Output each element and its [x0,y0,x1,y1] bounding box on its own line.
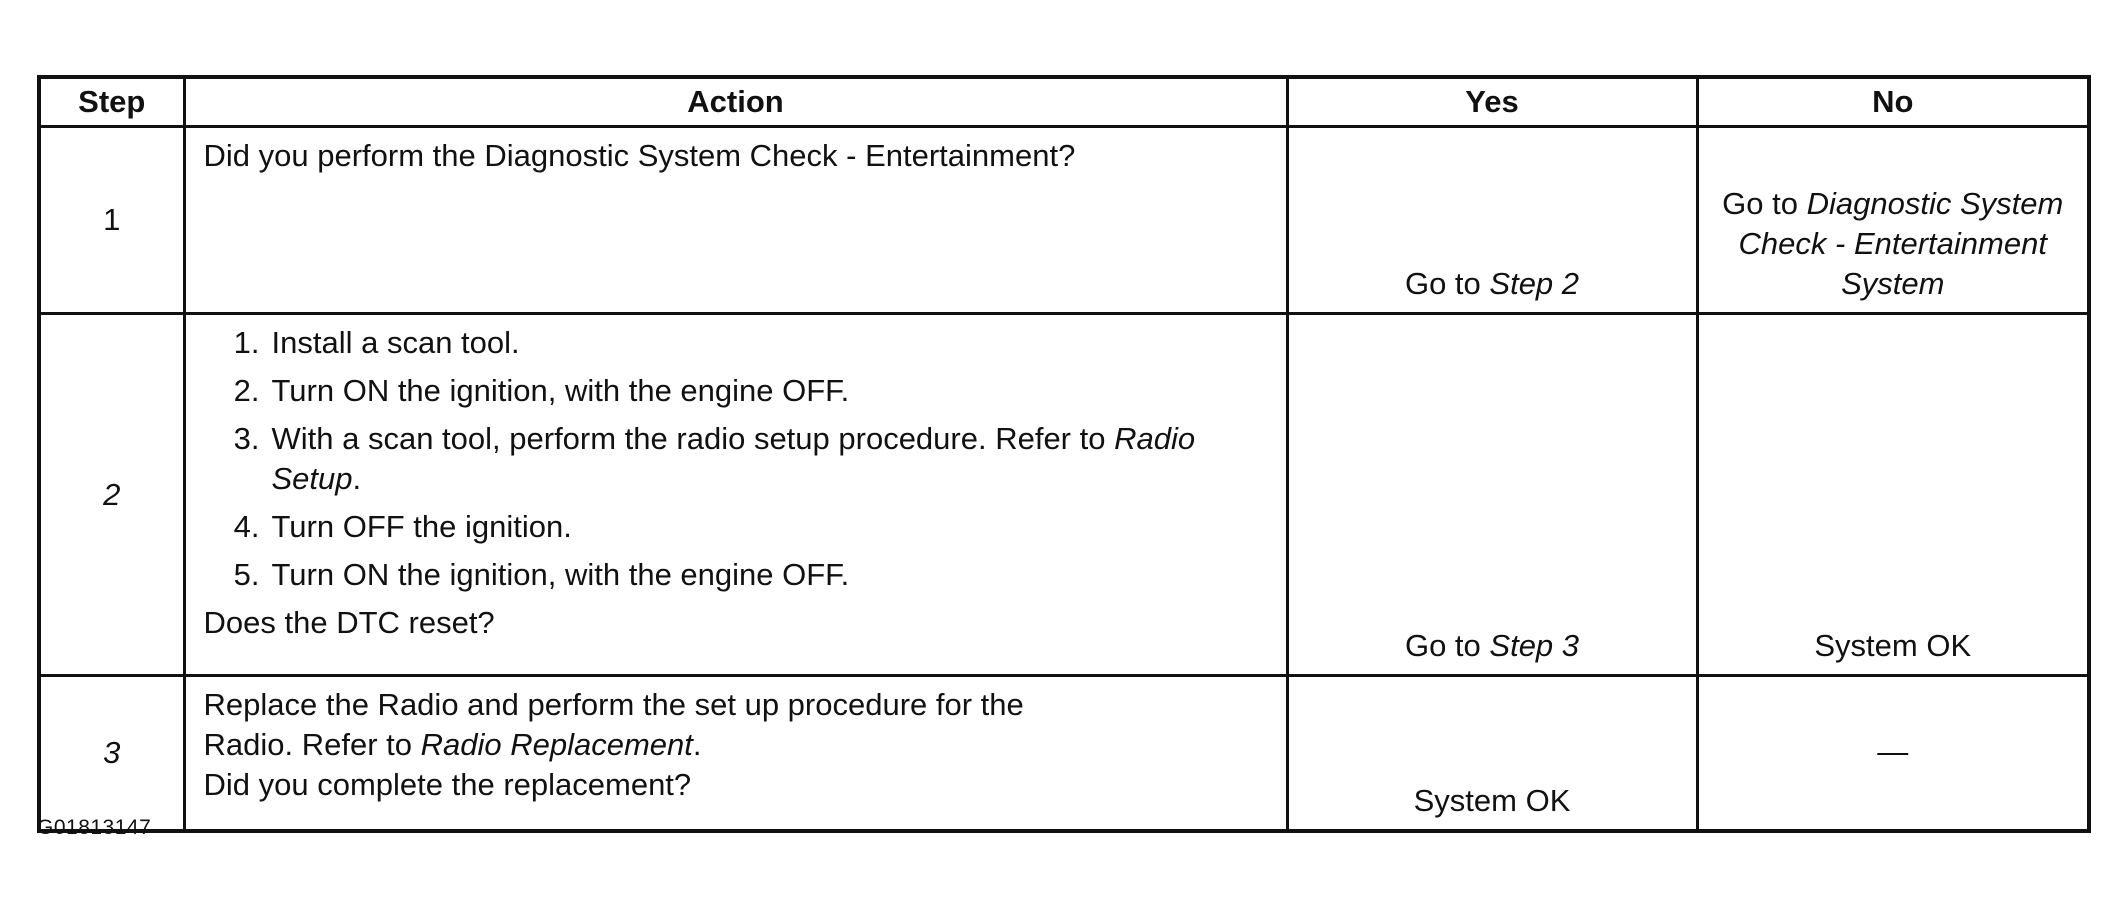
substep-tail: . [352,461,362,496]
no-reference-link[interactable]: Diagnostic System Check - Entertainment … [1738,186,2064,301]
yes-cell: System OK [1285,674,1699,833]
substep-text: Install a scan tool. [271,325,520,360]
diagnostic-table: Step Action Yes No 1 Did you perform the… [37,75,2091,833]
substep-item: 1. Install a scan tool. [204,323,1270,363]
radio-setup-link[interactable]: Radio Setup [271,421,1196,496]
yes-prefix: Go to [1404,628,1490,663]
substep-list: 1. Install a scan tool. 2. Turn ON the i… [204,323,1270,595]
substep-item: 4. Turn OFF the ignition. [204,507,1270,547]
substep-item: 2. Turn ON the ignition, with the engine… [204,371,1270,411]
substep-text-with-ref: With a scan tool, perform the radio setu… [272,419,1270,499]
step-number: 3 [37,674,186,833]
figure-id: G01813147 [37,816,152,839]
no-cell: Go to Diagnostic System Check - Entertai… [1695,125,2091,315]
action-line: Replace the Radio and perform the set up… [203,687,1024,722]
substep-number: 4. [233,509,260,544]
action-tail: . [692,727,702,762]
table-row: 3 Replace the Radio and perform the set … [37,674,2091,833]
no-cell: — [1695,674,2091,833]
substep-text: Turn ON the ignition, with the engine OF… [271,557,850,592]
substep-number: 5. [233,557,260,592]
yes-cell: Go to Step 3 [1285,312,1699,677]
yes-step-link[interactable]: Step 3 [1489,628,1580,663]
header-step: Step [37,75,186,128]
substep-text: With a scan tool, perform the radio setu… [271,421,1115,456]
table-row: 2 1. Install a scan tool. 2. Turn ON the… [37,312,2091,677]
step-number: 2 [37,312,186,677]
step-number: 1 [37,125,186,315]
header-action: Action [182,75,1289,128]
action-prefix: Radio. Refer to [203,727,421,762]
action-cell: Replace the Radio and perform the set up… [182,674,1289,833]
substep-item: 5. Turn ON the ignition, with the engine… [204,555,1270,595]
header-yes: Yes [1285,75,1699,128]
action-text: Did you perform the Diagnostic System Ch… [203,138,1076,173]
yes-step-link[interactable]: Step 2 [1489,266,1580,301]
diagnostic-table-container: Step Action Yes No 1 Did you perform the… [37,75,2091,833]
action-line: Radio. Refer to Radio Replacement. [204,725,1270,765]
radio-replacement-link[interactable]: Radio Replacement [420,727,693,762]
substep-number: 2. [233,373,260,408]
header-row: Step Action Yes No [37,75,2091,128]
action-question: Did you complete the replacement? [203,767,692,802]
action-cell: Did you perform the Diagnostic System Ch… [182,125,1289,315]
substep-item: 3. With a scan tool, perform the radio s… [204,419,1270,499]
substep-number: 3. [233,421,260,456]
action-cell: 1. Install a scan tool. 2. Turn ON the i… [182,312,1289,677]
header-no: No [1695,75,2091,128]
yes-cell: Go to Step 2 [1285,125,1699,315]
yes-prefix: Go to [1404,266,1490,301]
no-cell: System OK [1695,312,2091,677]
substep-text: Turn OFF the ignition. [271,509,572,544]
no-prefix: Go to [1722,186,1807,221]
substep-number: 1. [233,325,260,360]
action-question: Does the DTC reset? [203,605,495,640]
table-row: 1 Did you perform the Diagnostic System … [37,125,2091,315]
substep-text: Turn ON the ignition, with the engine OF… [271,373,850,408]
